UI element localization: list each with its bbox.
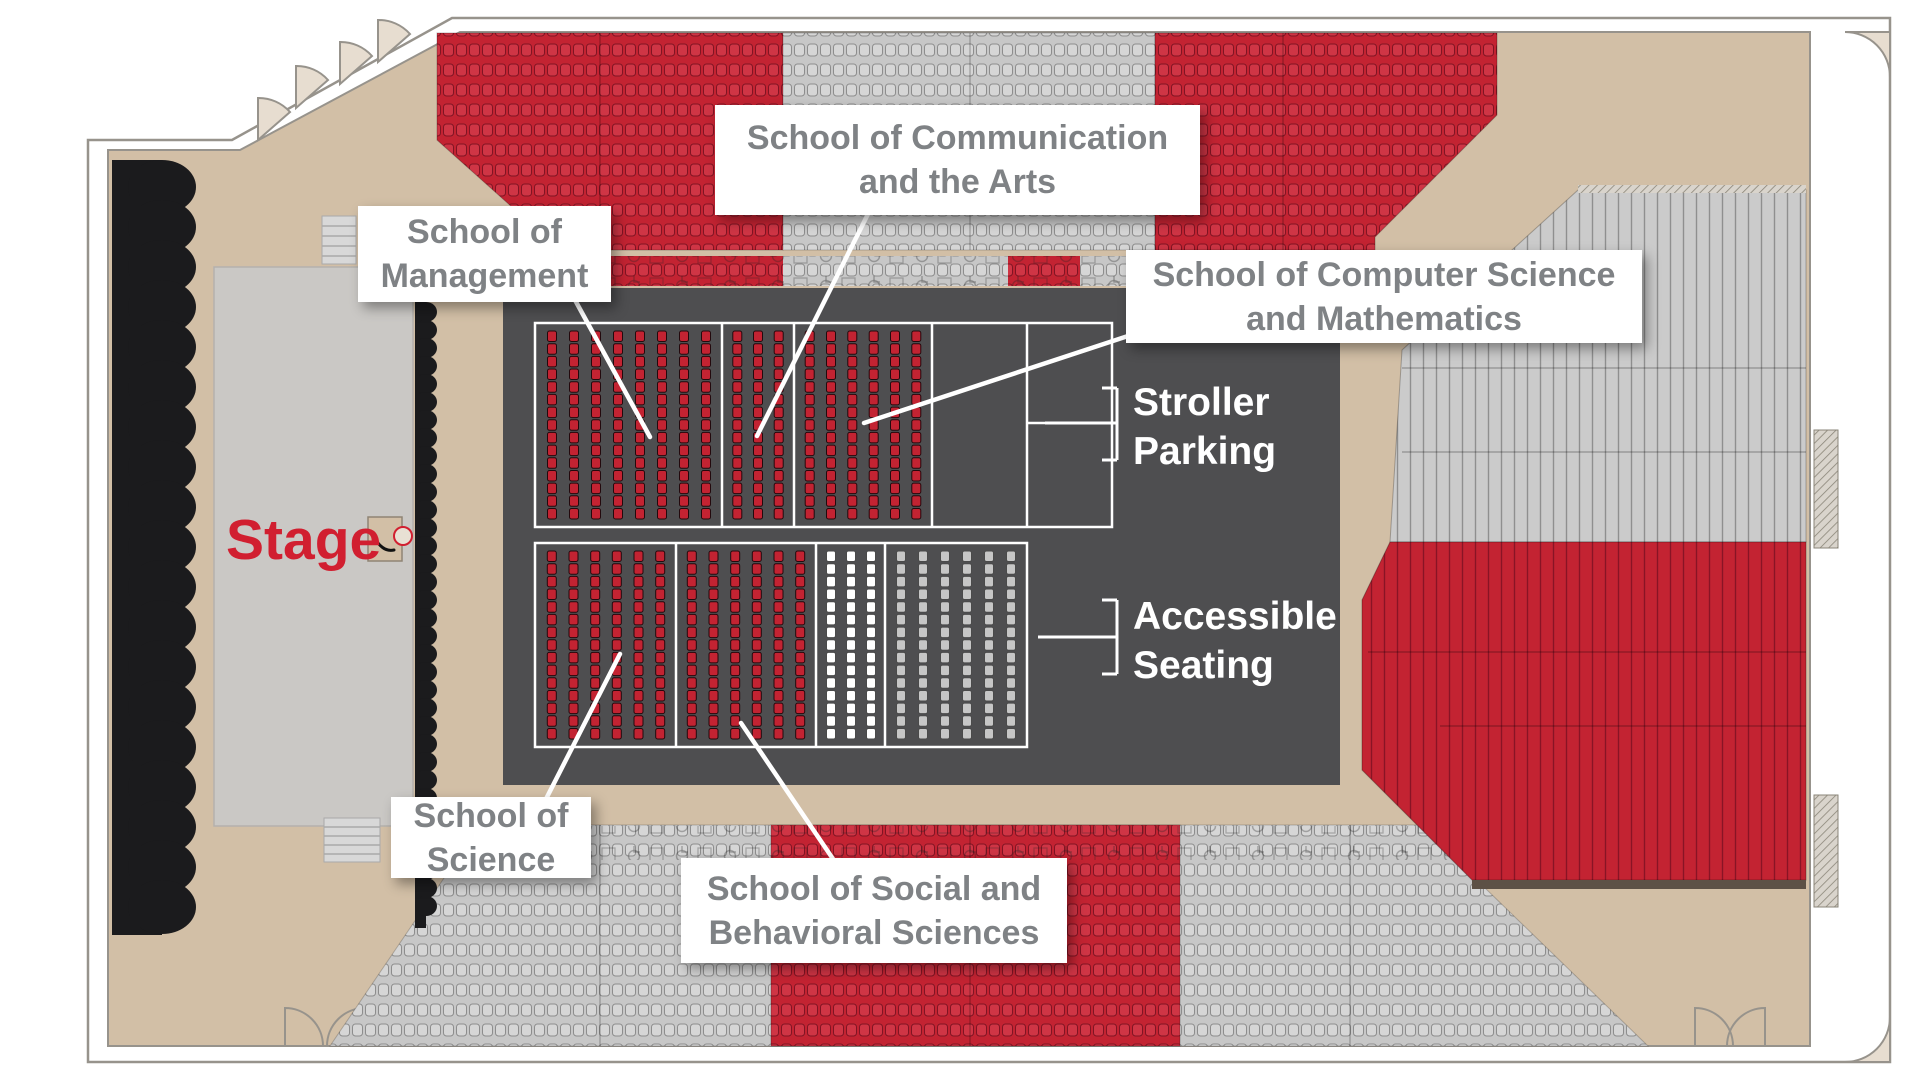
entry-door-icons-bottom bbox=[284, 1006, 1766, 1047]
label-line: Accessible bbox=[1133, 595, 1337, 638]
annotation-brackets bbox=[1038, 386, 1119, 676]
label-line: Seating bbox=[1133, 644, 1274, 687]
label-line: Behavioral Sciences bbox=[708, 913, 1040, 952]
stage-stairs-top bbox=[321, 215, 357, 265]
seat-block-h bbox=[896, 550, 1016, 740]
corner-door-icons-right bbox=[1844, 31, 1891, 1063]
label-line: Stroller bbox=[1133, 381, 1270, 424]
label-line: School of Communication bbox=[746, 119, 1169, 157]
label-line: Parking bbox=[1133, 430, 1277, 473]
leader-compsci bbox=[861, 333, 1131, 426]
stage-label: Stage bbox=[226, 508, 382, 572]
leader-social bbox=[738, 720, 836, 862]
seat-block-b bbox=[732, 330, 784, 520]
label-line: School of bbox=[407, 213, 562, 251]
outer-wall-outline bbox=[86, 16, 1892, 1064]
label-line: School of Social and bbox=[706, 869, 1042, 908]
curtain-left-icon bbox=[112, 160, 196, 935]
label-school-of-computer-science-and-mathematics: School of Computer Science and Mathemati… bbox=[1126, 250, 1642, 343]
accessible-seating-bracket bbox=[1038, 598, 1119, 676]
right-bleachers-red bbox=[1361, 541, 1807, 881]
upper-stands-red-left bbox=[436, 32, 784, 251]
label-line: School of Computer Science bbox=[1152, 255, 1616, 294]
seat-block-f bbox=[686, 550, 806, 740]
label-line: and the Arts bbox=[858, 163, 1057, 201]
bleacher-edge-strip-bottom bbox=[1472, 880, 1806, 889]
floor-row2-outline bbox=[533, 541, 1029, 749]
entry-door-icons-topleft bbox=[257, 18, 412, 143]
seat-block-g bbox=[826, 550, 876, 740]
seat-block-a bbox=[547, 330, 711, 520]
bleacher-edge-hatch-top bbox=[1578, 185, 1806, 193]
seat-block-e bbox=[546, 550, 666, 740]
exit-hatch-right-wall bbox=[1813, 429, 1839, 908]
podium-icon bbox=[367, 516, 413, 562]
stroller-parking-bracket bbox=[1045, 386, 1119, 462]
label-line: and Mathematics bbox=[1246, 299, 1522, 338]
label-leader-lines bbox=[543, 211, 1131, 862]
label-school-of-science: School of Science bbox=[391, 796, 591, 879]
leader-science bbox=[543, 651, 623, 802]
stage-area bbox=[213, 215, 414, 863]
stage-stairs-bottom bbox=[323, 817, 381, 863]
leader-management bbox=[572, 297, 653, 440]
label-accessible-seating: Accessible Seating bbox=[1133, 592, 1337, 690]
seat-block-c bbox=[804, 330, 922, 520]
label-school-of-management: School of Management bbox=[358, 206, 611, 302]
label-stroller-parking: Stroller Parking bbox=[1133, 378, 1276, 476]
label-line: Science bbox=[426, 840, 556, 879]
bleacher-rail-lines bbox=[1368, 367, 1806, 727]
floor-seat-blocks bbox=[546, 330, 1016, 740]
label-line: School of bbox=[413, 796, 569, 835]
wheelchair-companion-row-bottom-icon bbox=[480, 826, 1520, 860]
label-line: Management bbox=[380, 257, 589, 295]
leader-communication bbox=[754, 211, 871, 439]
floor-row1-outline bbox=[533, 321, 1114, 529]
label-school-of-communication-and-the-arts: School of Communication and the Arts bbox=[715, 105, 1200, 215]
label-school-of-social-and-behavioral-sciences: School of Social and Behavioral Sciences bbox=[681, 858, 1067, 963]
